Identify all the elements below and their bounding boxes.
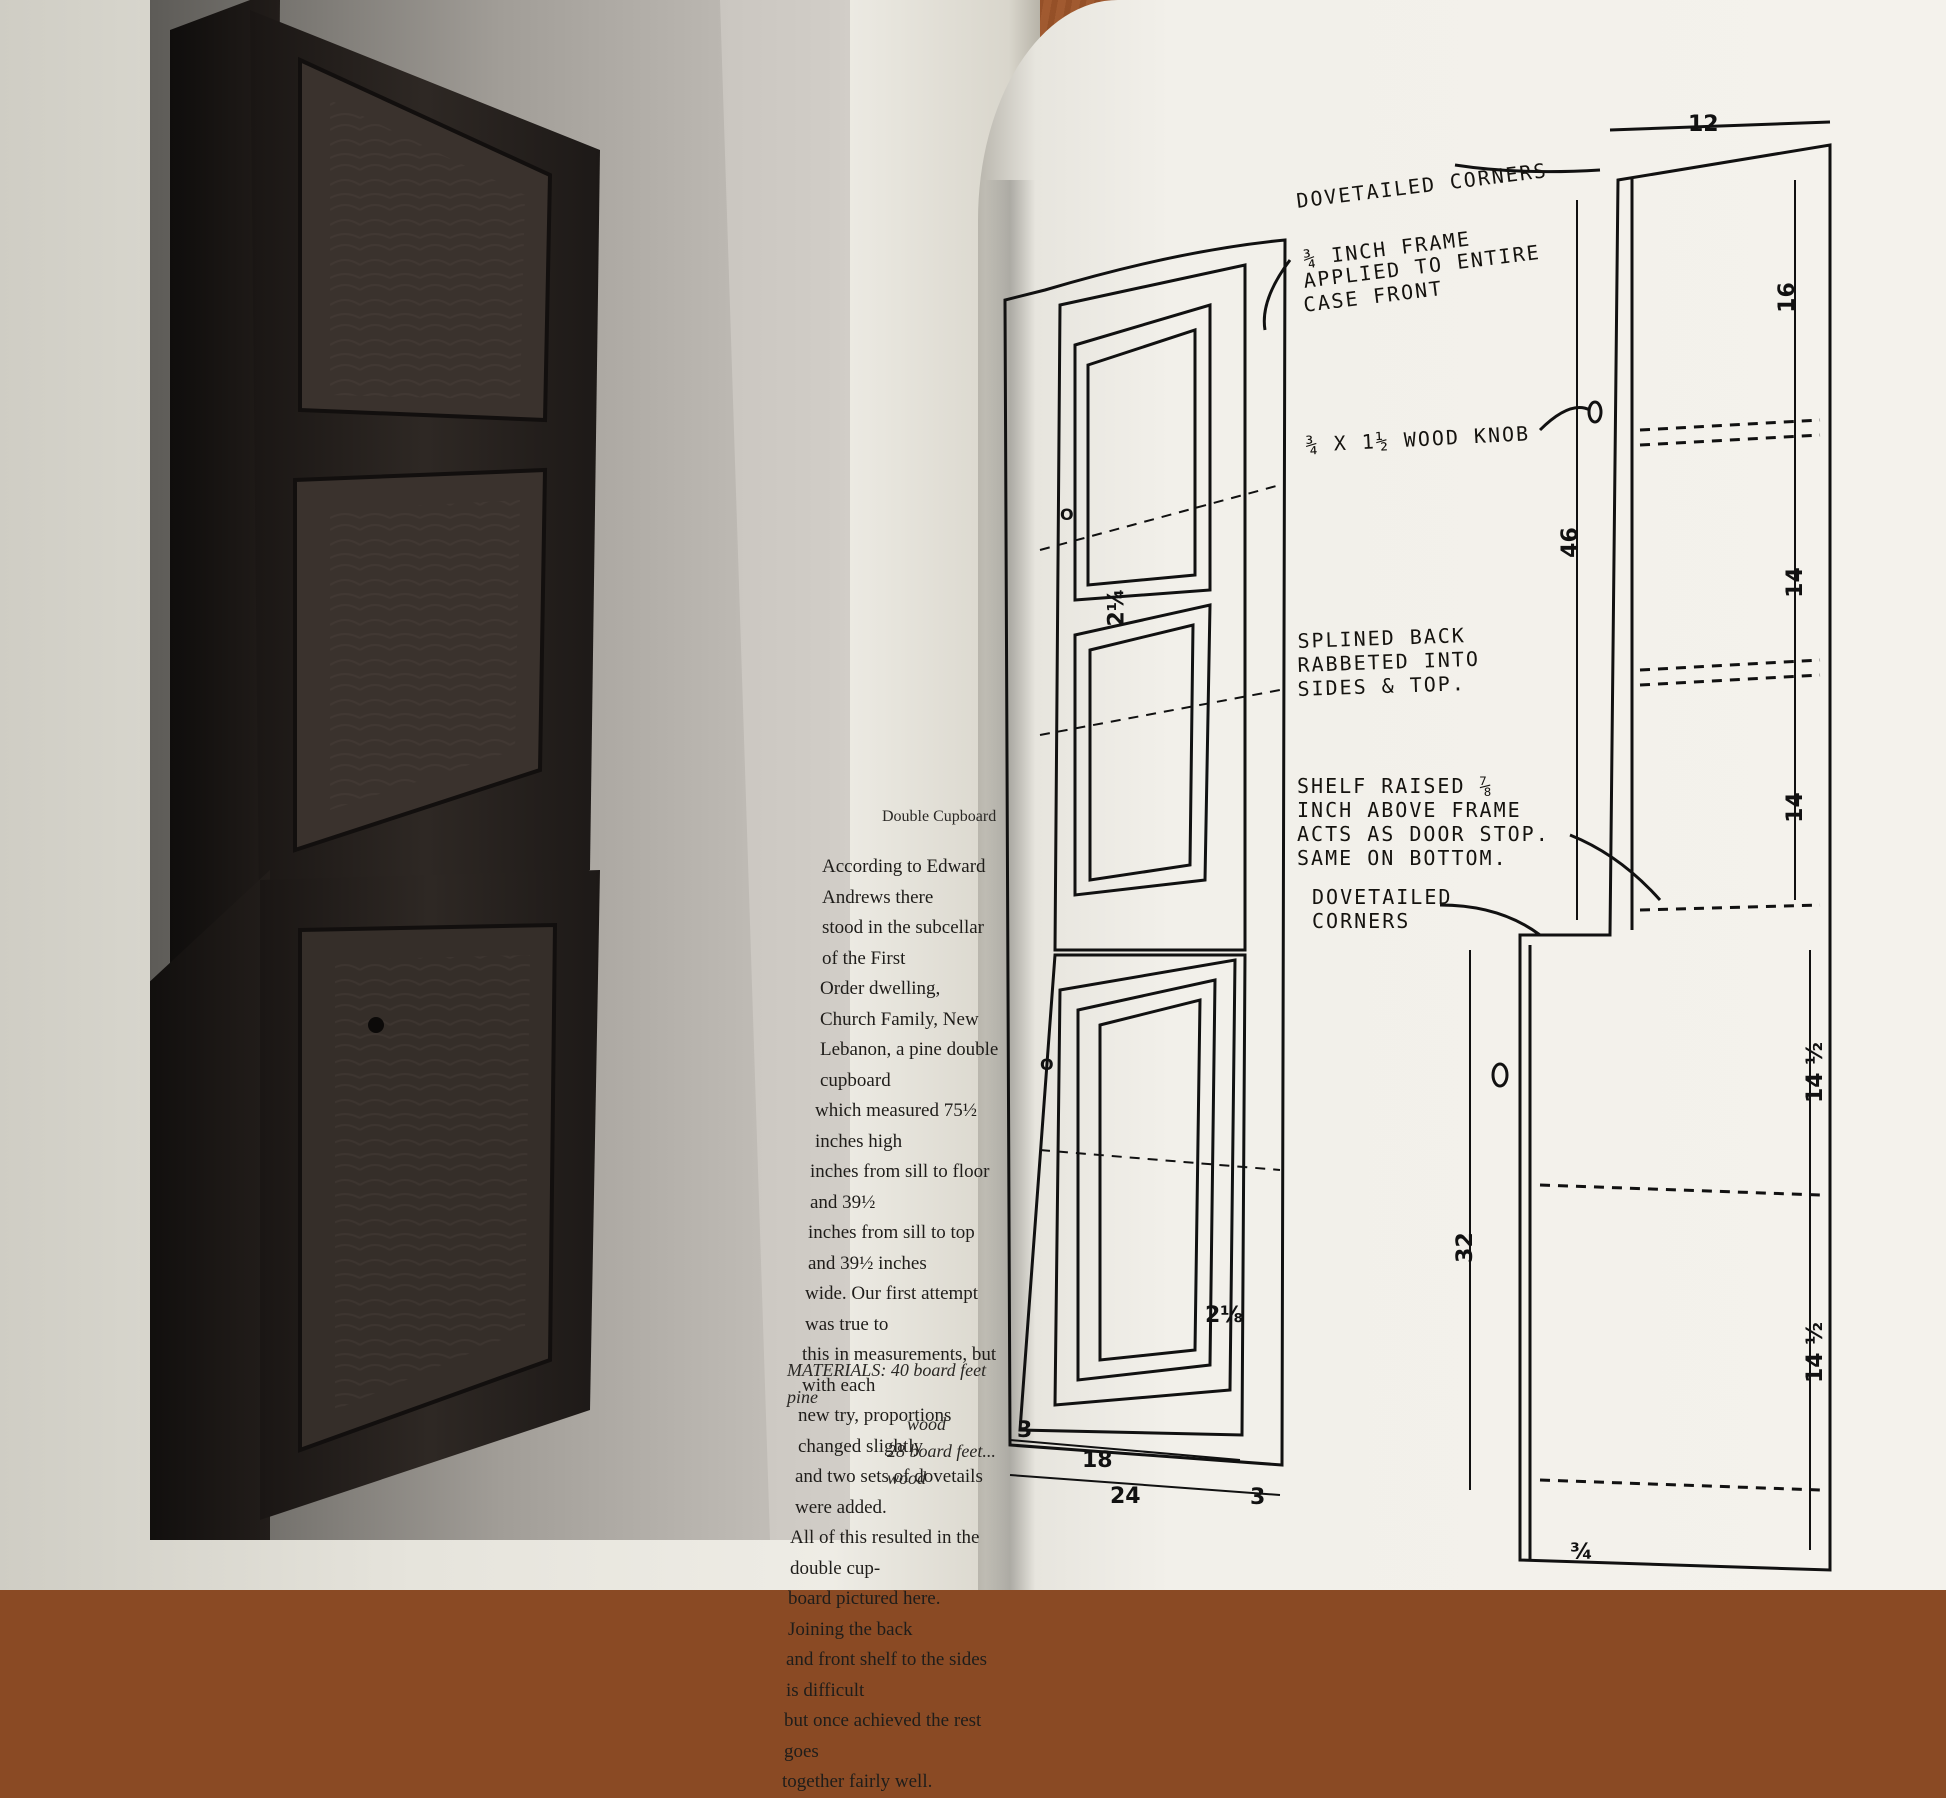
caption-line: inches from sill to floor and 39½	[810, 1161, 990, 1213]
caption-line: stood in the subcellar of the First	[822, 917, 984, 969]
dim-shelf-14b: 14	[1782, 792, 1808, 823]
caption-line: According to Edward Andrews there	[822, 856, 986, 908]
dim-side-3: 3	[1250, 1485, 1266, 1510]
materials-line: wood	[907, 1414, 947, 1434]
caption-line: wide. Our first attempt was true to	[805, 1283, 979, 1335]
dim-frac-218: 2⅛	[1205, 1303, 1244, 1328]
note-shelf-1: SHELF RAISED ⅞	[1297, 774, 1494, 798]
dim-frac-214: 2¼	[1104, 588, 1130, 627]
caption-line: this in measurements, but with each	[802, 1344, 997, 1396]
caption-line: and front shelf to the sides is difficul…	[786, 1649, 988, 1701]
dim-lower-height: 32	[1452, 1232, 1478, 1263]
dim-knob-o-lower: O	[1040, 1055, 1054, 1074]
dim-upper-height: 46	[1557, 527, 1583, 558]
materials-line: 28 board feet...	[887, 1441, 996, 1461]
caption-line: and two sets of dovetails were added.	[795, 1466, 983, 1518]
caption-line: All of this resulted in the double cup-	[790, 1527, 980, 1579]
dim-shelf-14half-b: 14 ½	[1803, 1321, 1829, 1384]
dim-top-width: 12	[1688, 112, 1719, 137]
note-dovetailed-mid-1: DOVETAILED	[1312, 885, 1453, 909]
caption-line: together fairly well.	[782, 1771, 933, 1792]
note-shelf-3: ACTS AS DOOR STOP.	[1297, 822, 1550, 846]
materials-line: MATERIALS: 40 board feet pine	[787, 1360, 987, 1407]
caption-line: board pictured here. Joining the back	[788, 1588, 941, 1640]
note-shelf-2: INCH ABOVE FRAME	[1297, 798, 1522, 822]
materials-text: MATERIALS: 40 board feet pine wood 28 bo…	[787, 1357, 1007, 1492]
caption-line: but once achieved the rest goes	[784, 1710, 982, 1762]
dim-shelf-14half-a: 14 ½	[1803, 1041, 1829, 1104]
note-dovetailed-mid-2: CORNERS	[1312, 909, 1411, 933]
dim-width-18: 18	[1082, 1448, 1113, 1473]
materials-line: wood	[887, 1468, 927, 1488]
caption-line: Lebanon, a pine double cupboard	[820, 1039, 999, 1091]
dim-left-3: 3	[1017, 1418, 1033, 1443]
dim-width-24: 24	[1110, 1484, 1141, 1509]
dim-shelf-16: 16	[1774, 282, 1800, 313]
caption-line: which measured 75½ inches high	[815, 1100, 977, 1152]
caption-title: Double Cupboard	[882, 808, 997, 825]
note-shelf-4: SAME ON BOTTOM.	[1297, 846, 1508, 870]
caption-line: Order dwelling, Church Family, New	[820, 978, 979, 1030]
caption-line: inches from sill to top and 39½ inches	[808, 1222, 975, 1274]
dim-shelf-14a: 14	[1782, 567, 1808, 598]
dim-knob-o-upper: O	[1060, 505, 1074, 524]
dim-frac-34: ¾	[1570, 1540, 1593, 1565]
cupboard-photo	[150, 0, 850, 1540]
cupboard-drawing	[1003, 120, 1832, 1572]
caption-line: new try, proportions changed slightly	[798, 1405, 952, 1457]
